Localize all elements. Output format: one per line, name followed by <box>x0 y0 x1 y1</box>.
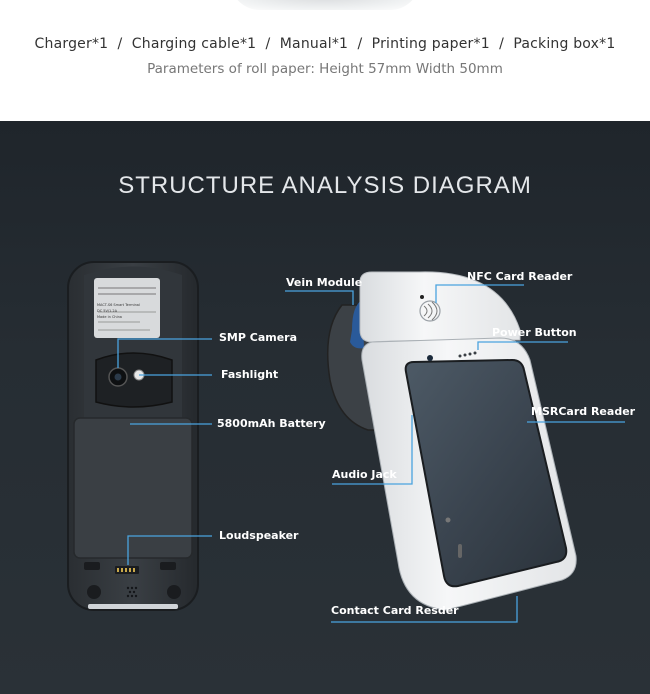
callout-battery: 5800mAh Battery <box>217 417 326 430</box>
sticker-line-2: DC 5V/1.2A <box>97 309 118 313</box>
callout-audio-jack: Audio Jack <box>332 468 397 481</box>
callout-power-button: Power Button <box>492 326 577 339</box>
accessories-section: Charger*1 / Charging cable*1 / Manual*1 … <box>0 0 650 121</box>
device-label-sticker: MACT-S6 Smart Terminal DC 5V/1.2A Made i… <box>97 302 157 320</box>
vein-module-line <box>285 290 354 305</box>
power-button-line <box>477 341 568 350</box>
smp-camera-line <box>117 338 212 368</box>
callout-nfc-reader: NFC Card Reader <box>467 270 573 283</box>
nfc-reader-line <box>435 284 524 303</box>
device-back-view <box>67 261 199 611</box>
loudspeaker-line <box>127 535 212 565</box>
product-shadow <box>230 0 420 10</box>
audio-jack-line <box>332 415 413 485</box>
contact-reader-line <box>331 596 518 623</box>
callout-flashlight: Fashlight <box>221 368 279 381</box>
callout-loudspeaker: Loudspeaker <box>219 529 299 542</box>
sticker-line-1: MACT-S6 Smart Terminal <box>97 303 140 307</box>
accessories-list: Charger*1 / Charging cable*1 / Manual*1 … <box>34 36 616 52</box>
callout-contact-reader: Contact Card Resder <box>331 604 459 617</box>
roll-paper-parameters: Parameters of roll paper: Height 57mm Wi… <box>147 61 503 77</box>
callout-lines <box>117 284 625 623</box>
diagram-title: STRUCTURE ANALYSIS DIAGRAM <box>118 172 532 199</box>
callout-vein-module: Vein Module <box>286 276 363 289</box>
callout-smp-camera: SMP Camera <box>219 331 298 344</box>
callout-msr-reader: MSRCard Reader <box>531 405 636 418</box>
device-front-view <box>327 271 577 611</box>
sticker-line-3: Made in China <box>97 315 122 319</box>
